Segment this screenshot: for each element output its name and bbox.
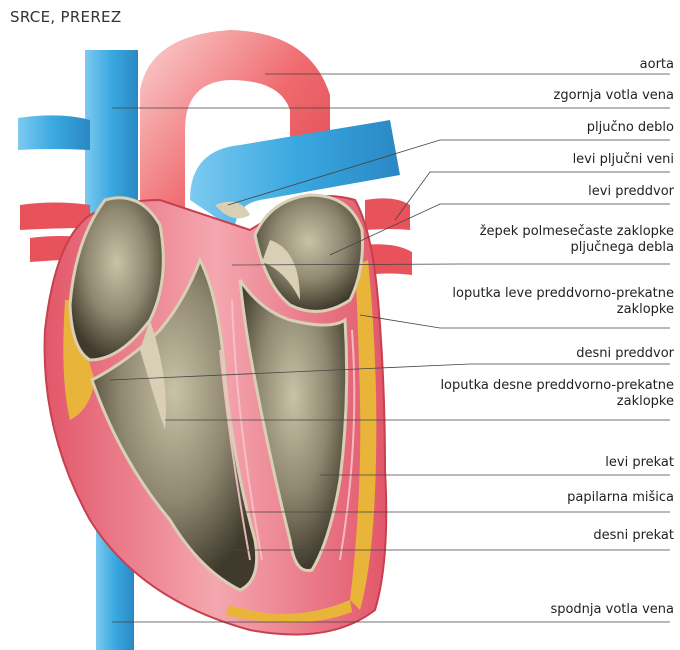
right-pulmonary-artery (18, 115, 90, 150)
label-papilarna-misica: papilarna mišica (567, 490, 674, 506)
label-text: levi prekat (605, 455, 674, 471)
label-zgornja-votla-vena: zgornja votla vena (554, 88, 674, 104)
label-text: pljučno deblo (587, 120, 674, 136)
label-levi-prekat: levi prekat (605, 455, 674, 471)
label-spodnja-votla-vena: spodnja votla vena (550, 602, 674, 618)
label-text: pljučnega debla (480, 240, 674, 256)
left-pulmonary-vein-upper (365, 198, 410, 230)
label-levi-preddvor: levi preddvor (588, 184, 674, 200)
label-desni-preddvor: desni preddvor (576, 346, 674, 362)
label-text: zaklopke (440, 394, 674, 410)
label-text: spodnja votla vena (550, 602, 674, 618)
label-text: aorta (640, 57, 674, 73)
label-text: levi pljučni veni (573, 152, 674, 168)
label-text: loputka desne preddvorno-prekatne (440, 378, 674, 394)
label-text: papilarna mišica (567, 490, 674, 506)
label-text: levi preddvor (588, 184, 674, 200)
label-text: desni prekat (593, 528, 674, 544)
label-desni-prekat: desni prekat (593, 528, 674, 544)
label-aorta: aorta (640, 57, 674, 73)
label-pljucno-deblo: pljučno deblo (587, 120, 674, 136)
label-text: zgornja votla vena (554, 88, 674, 104)
label-text: zaklopke (452, 302, 674, 318)
label-levi-pljucni-veni: levi pljučni veni (573, 152, 674, 168)
label-text: loputka leve preddvorno-prekatne (452, 286, 674, 302)
label-text: desni preddvor (576, 346, 674, 362)
label-text: žepek polmesečaste zaklopke (480, 224, 674, 240)
